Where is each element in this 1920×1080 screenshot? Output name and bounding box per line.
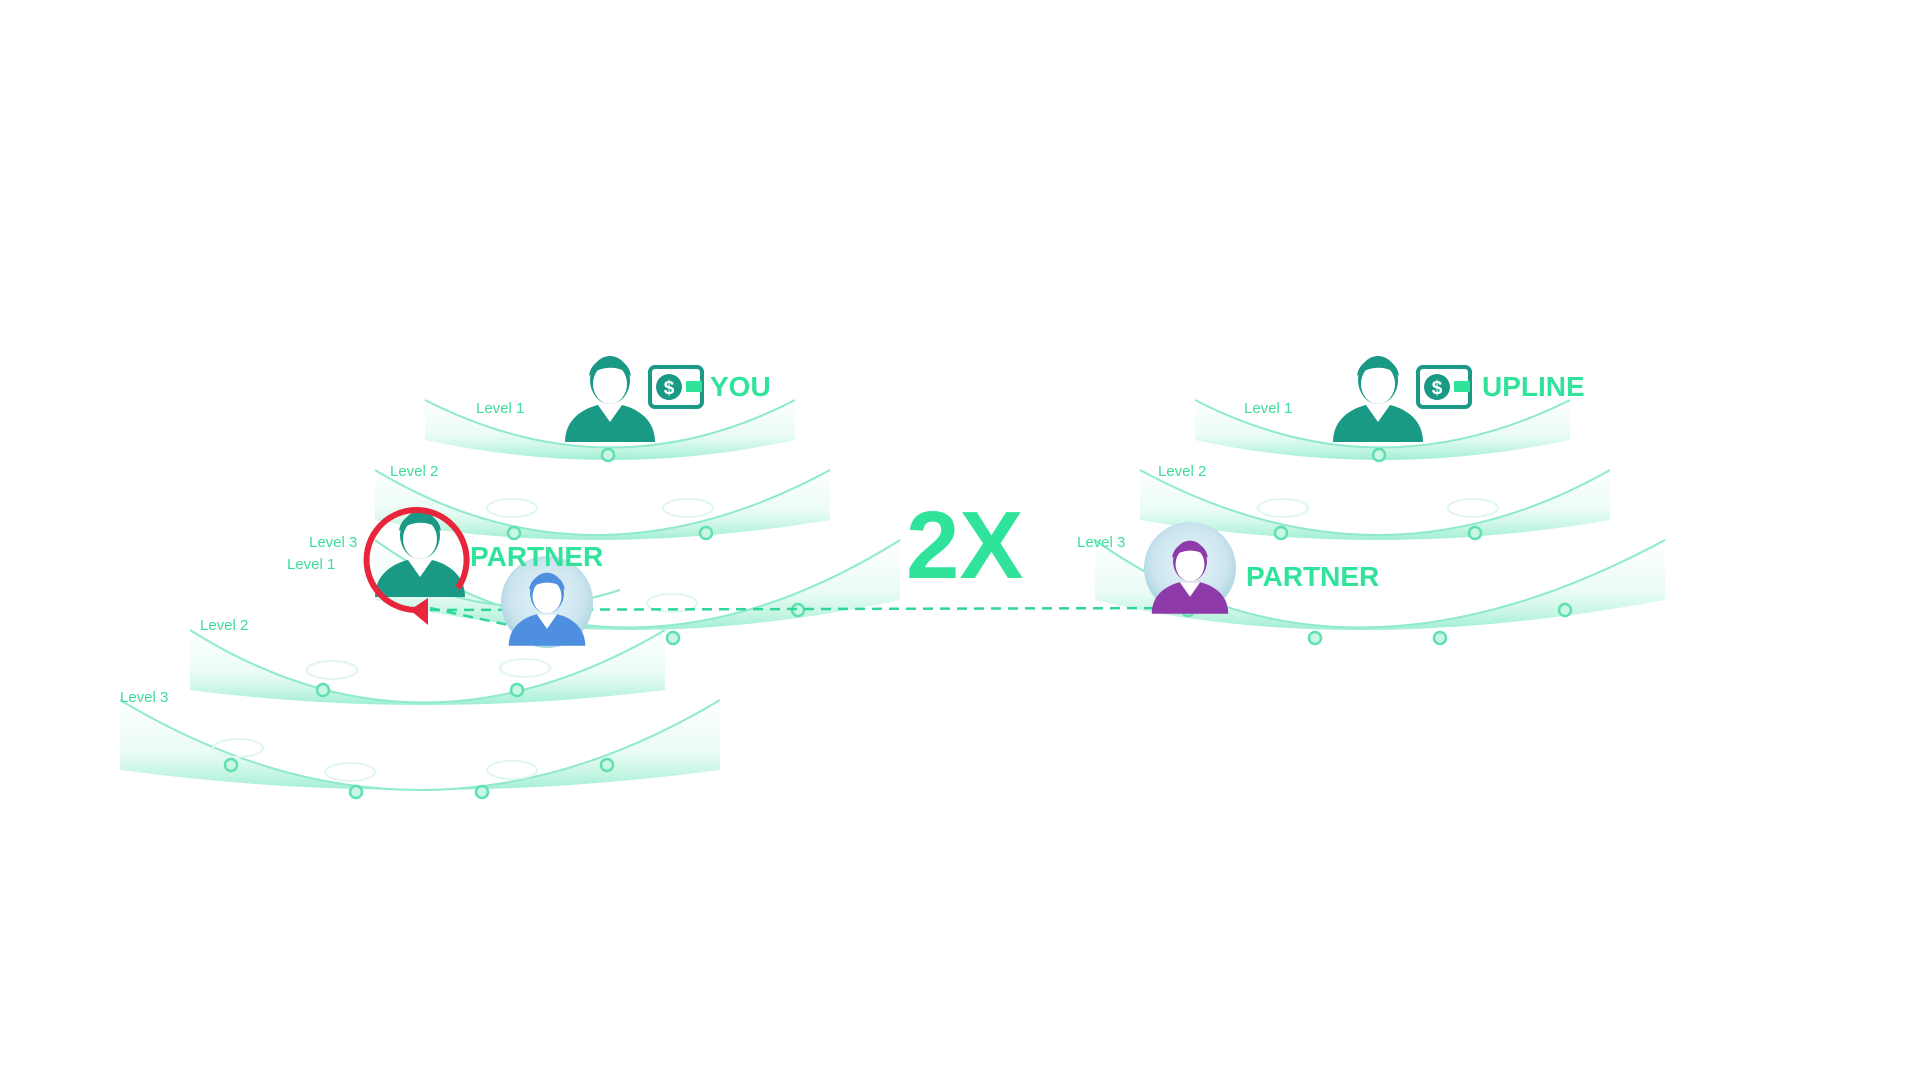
you-avatar bbox=[565, 356, 655, 442]
circular-arrow-icon bbox=[363, 507, 470, 625]
sub-level-2-label: Level 2 bbox=[200, 617, 248, 634]
right-level-1-label: Level 1 bbox=[1244, 400, 1292, 417]
right-level-3-label: Level 3 bbox=[1077, 534, 1125, 551]
left-top-bowls bbox=[374, 399, 901, 630]
partner-avatar-left bbox=[501, 556, 593, 648]
you-label: YOU bbox=[710, 371, 771, 402]
bowl-right-l3 bbox=[1095, 540, 1665, 630]
right-level-2-label: Level 2 bbox=[1158, 463, 1206, 480]
dollar-bill-icon: $ bbox=[648, 365, 704, 409]
left-level-3-label: Level 3 bbox=[309, 534, 357, 551]
ghost-avatars bbox=[212, 498, 1499, 782]
sub-level-1-label: Level 1 bbox=[287, 556, 335, 573]
upline-avatar bbox=[1333, 356, 1423, 442]
dollar-bill-icon: $ bbox=[1416, 365, 1472, 409]
bowl-right-l1 bbox=[1195, 400, 1570, 460]
sub-level-3-label: Level 3 bbox=[120, 689, 168, 706]
bowl-left-l2 bbox=[375, 470, 830, 540]
partner-avatar-right bbox=[1144, 522, 1236, 614]
reinvest-avatar bbox=[375, 511, 465, 597]
bowl-left-l3 bbox=[375, 540, 900, 630]
bowl-left-l1 bbox=[425, 400, 795, 460]
multiplier-label: 2X bbox=[906, 492, 1023, 599]
bowl-right-l2 bbox=[1140, 470, 1610, 540]
left-level-2-label: Level 2 bbox=[390, 463, 438, 480]
upline-label: UPLINE bbox=[1482, 371, 1585, 402]
level-labels: Level 1 Level 2 Level 3 Level 1 Level 2 … bbox=[120, 400, 1292, 706]
left-level-1-label: Level 1 bbox=[476, 400, 524, 417]
svg-text:$: $ bbox=[664, 378, 675, 399]
svg-text:$: $ bbox=[1432, 378, 1443, 399]
partner-label-right: PARTNER bbox=[1246, 561, 1379, 592]
partner-label-left: PARTNER bbox=[470, 541, 603, 572]
